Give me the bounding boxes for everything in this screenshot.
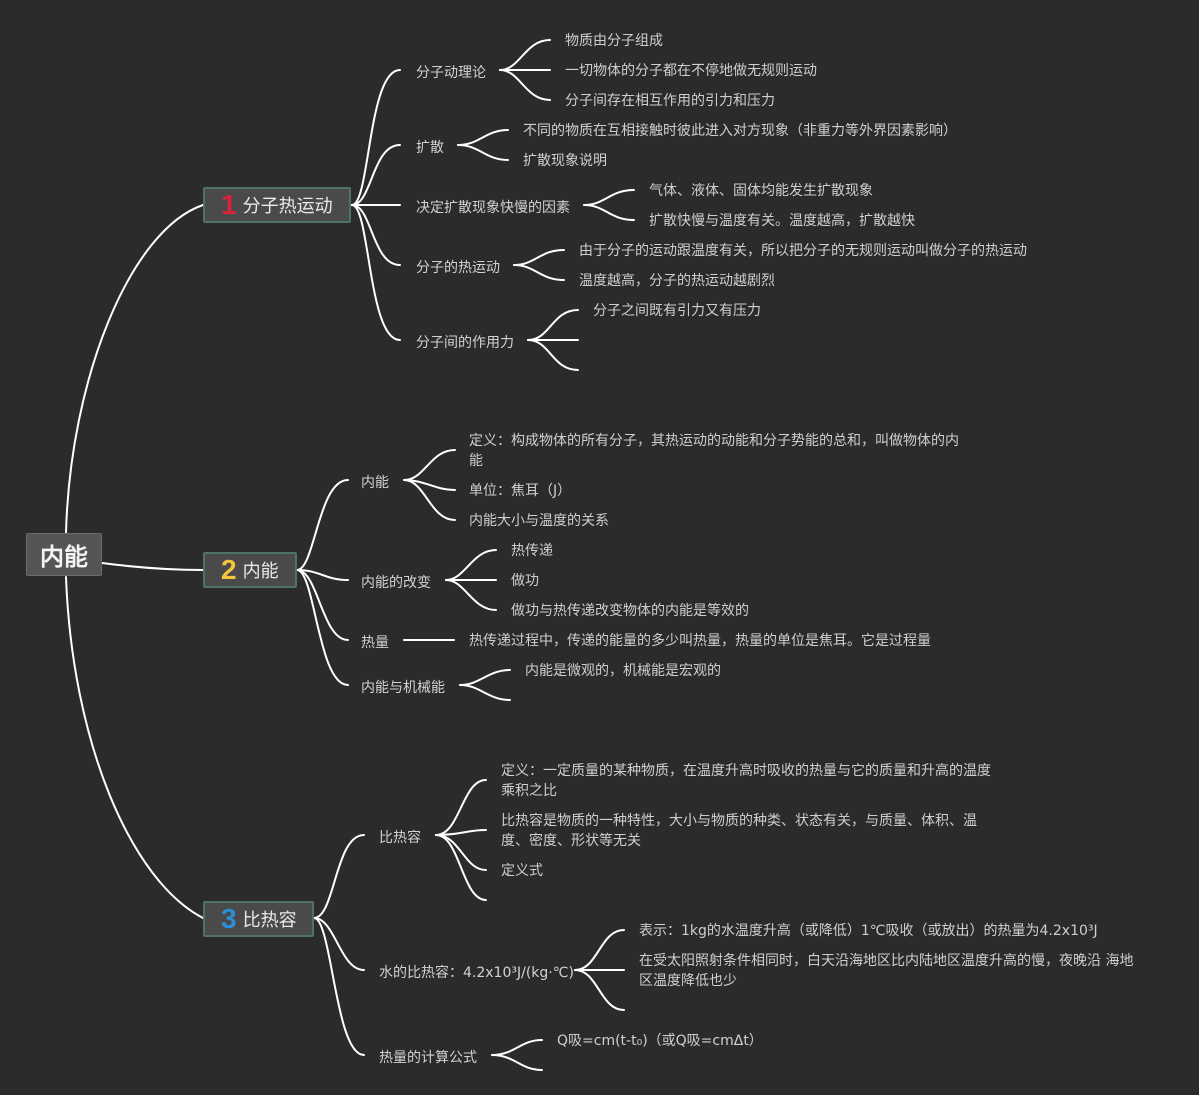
connector-s32-c: [574, 969, 625, 1011]
leaf-1-3-1[interactable]: 气体、液体、固体均能发生扩散现象: [649, 183, 873, 199]
connector-t3-s3: [313, 917, 365, 1056]
connector-s21-c: [403, 479, 456, 521]
connector-s14-a: [513, 249, 565, 266]
connector-t1-s1: [351, 69, 401, 206]
connector-s21-a: [403, 449, 456, 481]
leaf-1-2-2[interactable]: 扩散现象说明: [523, 153, 607, 169]
leaf-2-1-2[interactable]: 单位：焦耳（J）: [469, 483, 572, 499]
connector-t2-s1: [296, 479, 349, 571]
leaf-3-2-2[interactable]: 在受太阳照射条件相同时，白天沿海地区比内陆地区温度升高的慢，夜晚沿 海地区温度降…: [639, 953, 1134, 989]
connector-s22-a: [445, 549, 497, 581]
leaf-2-2-3[interactable]: 做功与热传递改变物体的内能是等效的: [511, 603, 749, 619]
connector-s13-a: [583, 189, 635, 206]
connector-s31-a: [435, 779, 487, 836]
leaf-1-1-1[interactable]: 物质由分子组成: [565, 33, 663, 49]
leaf-1-5-1[interactable]: 分子之间既有引力又有压力: [593, 303, 761, 319]
connector-t3-s1: [313, 834, 365, 919]
connector-t2-s4: [296, 569, 349, 686]
subtopic-intermolecular-force[interactable]: 分子间的作用力: [416, 335, 514, 351]
connector-root-topic3: [65, 576, 204, 919]
leaf-3-3-1[interactable]: Q吸=cm(t-t₀)（或Q吸=cmΔt）: [557, 1033, 763, 1049]
leaf-3-1-1[interactable]: 定义：一定质量的某种物质，在温度升高时吸收的热量与它的质量和升高的温度乘积之比: [501, 763, 991, 799]
connector-s11-a: [499, 39, 551, 71]
leaf-2-4-1[interactable]: 内能是微观的，机械能是宏观的: [525, 663, 721, 679]
connector-t3-s2: [313, 917, 365, 971]
topic-2-label: 内能: [242, 561, 279, 582]
connector-t1-s4: [351, 204, 401, 266]
topic-2-number: 2: [221, 554, 237, 585]
root-topic[interactable]: 内能: [26, 533, 102, 576]
connector-s24-a: [459, 669, 511, 686]
connector-t1-s5: [351, 204, 401, 341]
connector-s24-b: [459, 684, 511, 701]
connector-t1-s2: [351, 144, 401, 206]
leaf-3-2-1[interactable]: 表示：1kg的水温度升高（或降低）1℃吸收（或放出）的热量为4.2x10³J: [639, 923, 1098, 939]
main-topic-2[interactable]: 2 内能: [203, 552, 297, 588]
subtopic-heat[interactable]: 热量: [361, 635, 389, 651]
connector-s15-a: [527, 309, 579, 341]
connector-s15-c: [527, 339, 579, 371]
connector-s33-a: [491, 1039, 543, 1056]
connector-t2-s2: [296, 569, 349, 581]
leaf-2-3-1[interactable]: 热传递过程中，传递的能量的多少叫热量，热量的单位是焦耳。它是过程量: [469, 633, 931, 649]
connector-s12-a: [457, 129, 509, 146]
connector-s12-b: [457, 144, 509, 161]
connector-s31-c: [435, 834, 487, 871]
topic-1-number: 1: [221, 189, 237, 220]
leaf-3-1-2[interactable]: 比热容是物质的一种特性，大小与物质的种类、状态有关，与质量、体积、温度、密度、形…: [501, 813, 977, 849]
topic-3-number: 3: [221, 903, 237, 934]
connector-s13-b: [583, 204, 635, 221]
leaf-1-3-2[interactable]: 扩散快慢与温度有关。温度越高，扩散越快: [649, 213, 915, 229]
topic-1-label: 分子热运动: [242, 196, 333, 217]
leaf-2-1-3[interactable]: 内能大小与温度的关系: [469, 513, 609, 529]
subtopic-specific-heat[interactable]: 比热容: [379, 830, 421, 846]
leaf-1-1-3[interactable]: 分子间存在相互作用的引力和压力: [565, 93, 775, 109]
subtopic-diffusion[interactable]: 扩散: [416, 140, 444, 156]
main-topic-1[interactable]: 1 分子热运动: [203, 187, 351, 223]
subtopic-water-specific-heat[interactable]: 水的比热容：4.2x10³J/(kg·℃): [379, 965, 574, 981]
subtopic-change-internal-energy[interactable]: 内能的改变: [361, 575, 431, 591]
leaf-3-1-3[interactable]: 定义式: [501, 863, 543, 879]
subtopic-heat-formula[interactable]: 热量的计算公式: [379, 1050, 477, 1066]
subtopic-internal-energy[interactable]: 内能: [361, 475, 389, 491]
subtopic-internal-mechanical[interactable]: 内能与机械能: [361, 680, 445, 696]
main-topic-3[interactable]: 3 比热容: [203, 901, 314, 937]
connector-root-topic2: [101, 562, 204, 571]
connector-s33-b: [491, 1054, 543, 1071]
subtopic-molecular-theory[interactable]: 分子动理论: [416, 65, 486, 81]
leaf-1-1-2[interactable]: 一切物体的分子都在不停地做无规则运动: [565, 63, 817, 79]
subtopic-diffusion-factors[interactable]: 决定扩散现象快慢的因素: [416, 200, 570, 216]
leaf-1-2-1[interactable]: 不同的物质在互相接触时彼此进入对方现象（非重力等外界因素影响）: [523, 123, 957, 139]
leaf-2-1-1[interactable]: 定义：构成物体的所有分子，其热运动的动能和分子势能的总和，叫做物体的内能: [469, 433, 959, 469]
connector-s31-d: [435, 834, 487, 901]
leaf-2-2-1[interactable]: 热传递: [511, 543, 553, 559]
connector-s32-a: [574, 929, 625, 971]
connector-root-topic1: [65, 204, 204, 534]
connector-s22-c: [445, 579, 497, 611]
leaf-1-4-2[interactable]: 温度越高，分子的热运动越剧烈: [579, 273, 775, 289]
leaf-2-2-2[interactable]: 做功: [511, 573, 539, 589]
leaf-1-4-1[interactable]: 由于分子的运动跟温度有关，所以把分子的无规则运动叫做分子的热运动: [579, 243, 1027, 259]
connector-s11-c: [499, 69, 551, 101]
connector-s14-b: [513, 264, 565, 281]
connector-t2-s3: [296, 569, 349, 641]
topic-3-label: 比热容: [242, 910, 297, 931]
subtopic-thermal-motion[interactable]: 分子的热运动: [416, 260, 500, 276]
